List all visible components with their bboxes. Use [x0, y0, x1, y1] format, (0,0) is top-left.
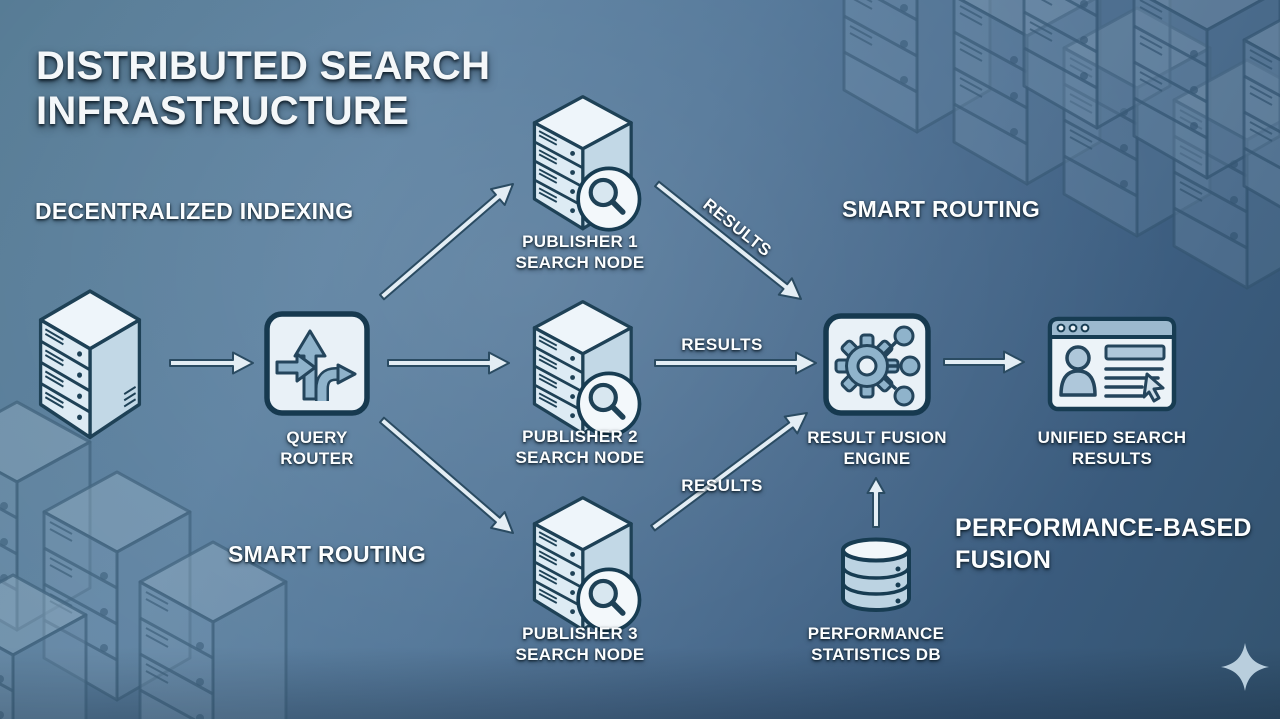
publisher3-node	[534, 498, 639, 631]
arrow-fusion-to-unified	[943, 350, 1025, 374]
arrow-publisher3-to-fusion	[650, 412, 808, 532]
label-decentralized-indexing: DECENTRALIZED INDEXING	[35, 198, 354, 224]
arrow-publisher1-to-fusion	[654, 180, 802, 300]
performance-db-label: PERFORMANCE STATISTICS DB	[807, 624, 945, 664]
label-smart-routing-left: SMART ROUTING	[228, 541, 427, 567]
query-source-node	[38, 289, 142, 440]
label-performance-based-fusion: PERFORMANCE-BASED FUSION	[955, 514, 1252, 574]
server-search-icon	[534, 498, 639, 631]
arrow-source-to-router	[169, 351, 254, 375]
query-router-node	[264, 311, 370, 416]
publisher3-label: PUBLISHER 3 SEARCH NODE	[515, 624, 645, 664]
edges	[169, 180, 1025, 534]
arrow-router-to-publisher1	[379, 183, 514, 301]
background-server-cluster-top-right	[842, 0, 1280, 290]
page-title: DISTRIBUTED SEARCH INFRASTRUCTURE	[36, 44, 491, 133]
publisher1-node	[534, 97, 639, 230]
results-label-publisher3: RESULTS	[681, 476, 763, 495]
sparkle-icon	[1221, 643, 1269, 691]
arrow-router-to-publisher2	[387, 351, 510, 375]
route-arrows-icon	[275, 329, 357, 401]
query-router-label: QUERY ROUTER	[280, 428, 354, 468]
result-fusion-label: RESULT FUSION ENGINE	[807, 428, 947, 468]
database-icon	[841, 537, 911, 613]
results-label-publisher2: RESULTS	[681, 335, 763, 354]
arrow-db-to-fusion	[866, 477, 886, 528]
publisher2-node	[534, 302, 639, 435]
arrow-publisher2-to-fusion	[654, 351, 817, 375]
gear-share-icon	[834, 325, 921, 407]
browser-results-icon	[1047, 316, 1177, 412]
server-search-icon	[534, 97, 639, 230]
arrow-router-to-publisher3	[379, 416, 514, 534]
cursor-icon	[1142, 372, 1165, 403]
publisher1-label: PUBLISHER 1 SEARCH NODE	[515, 232, 645, 272]
server-icon	[38, 289, 142, 440]
unified-results-node	[1047, 316, 1177, 412]
publisher2-label: PUBLISHER 2 SEARCH NODE	[515, 427, 645, 467]
server-search-icon	[534, 302, 639, 435]
label-smart-routing-right: SMART ROUTING	[842, 196, 1041, 222]
unified-results-label: UNIFIED SEARCH RESULTS	[1037, 428, 1187, 468]
result-fusion-node	[823, 313, 931, 416]
performance-db-node	[841, 537, 911, 613]
